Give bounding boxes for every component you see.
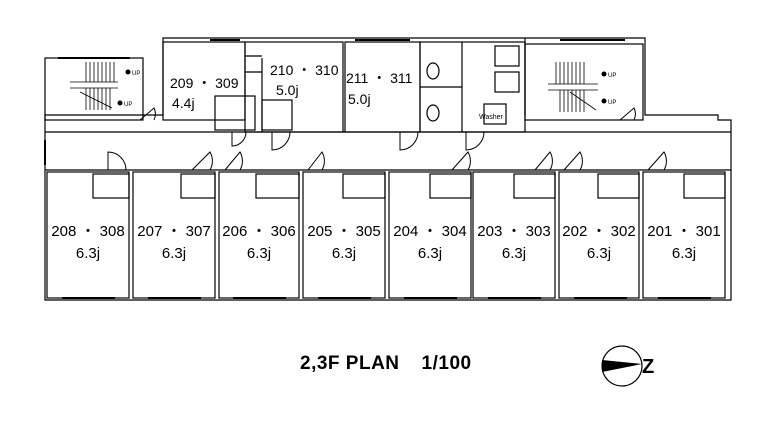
- washer-label: Washer: [479, 114, 504, 121]
- room-size: 6.3j: [162, 245, 186, 262]
- room-name: 202 ・ 302: [562, 223, 635, 240]
- stair-up-label: UP: [608, 100, 616, 106]
- room-name: 203 ・ 303: [477, 223, 550, 240]
- room-210-unit: [214, 95, 256, 131]
- room-size: 4.4j: [172, 95, 195, 111]
- room-name: 208 ・ 308: [51, 223, 124, 240]
- room-size: 6.3j: [332, 245, 356, 262]
- room-210-outline: [244, 41, 344, 133]
- washer: [483, 103, 507, 125]
- room-name: 206 ・ 306: [222, 223, 295, 240]
- doors: [107, 107, 667, 171]
- room-name: 210 ・ 310: [270, 62, 339, 78]
- room-size: 6.3j: [672, 245, 696, 262]
- plan-title: 2,3F PLAN: [300, 353, 400, 374]
- room-closets: [92, 173, 726, 199]
- windows: [44, 39, 711, 299]
- room-name: 201 ・ 301: [647, 223, 720, 240]
- stair-up-label: UP: [124, 102, 132, 108]
- room-name: 211 ・ 311: [346, 70, 413, 86]
- stair-left: [70, 62, 118, 110]
- room-size: 6.3j: [76, 245, 100, 262]
- room-name: 209 ・ 309: [170, 75, 239, 91]
- room-size: 6.3j: [502, 245, 526, 262]
- room-size: 6.3j: [418, 245, 442, 262]
- room-size: 6.3j: [247, 245, 271, 262]
- stair-right: [548, 62, 598, 112]
- plan-title-block: 2,3F PLAN 1/100: [300, 353, 494, 375]
- plan-scale: 1/100: [421, 353, 472, 374]
- room-size: 6.3j: [587, 245, 611, 262]
- north-label: Z: [642, 356, 654, 378]
- room-name: 207 ・ 307: [137, 223, 210, 240]
- room-size: 5.0j: [348, 91, 371, 107]
- stair-up-label: UP: [132, 71, 140, 77]
- room-210-closet: [261, 99, 293, 131]
- room-211-outline: [344, 41, 421, 133]
- stair-up-label: UP: [608, 73, 616, 79]
- room-name: 204 ・ 304: [393, 223, 466, 240]
- bottom-room-labels: 208 ・ 308 6.3j 207 ・ 307 6.3j 206 ・ 306 6.3j 2…: [51, 223, 720, 262]
- room-size: 5.0j: [276, 82, 299, 98]
- north-arrow-icon: [601, 345, 643, 387]
- room-name: 205 ・ 305: [307, 223, 380, 240]
